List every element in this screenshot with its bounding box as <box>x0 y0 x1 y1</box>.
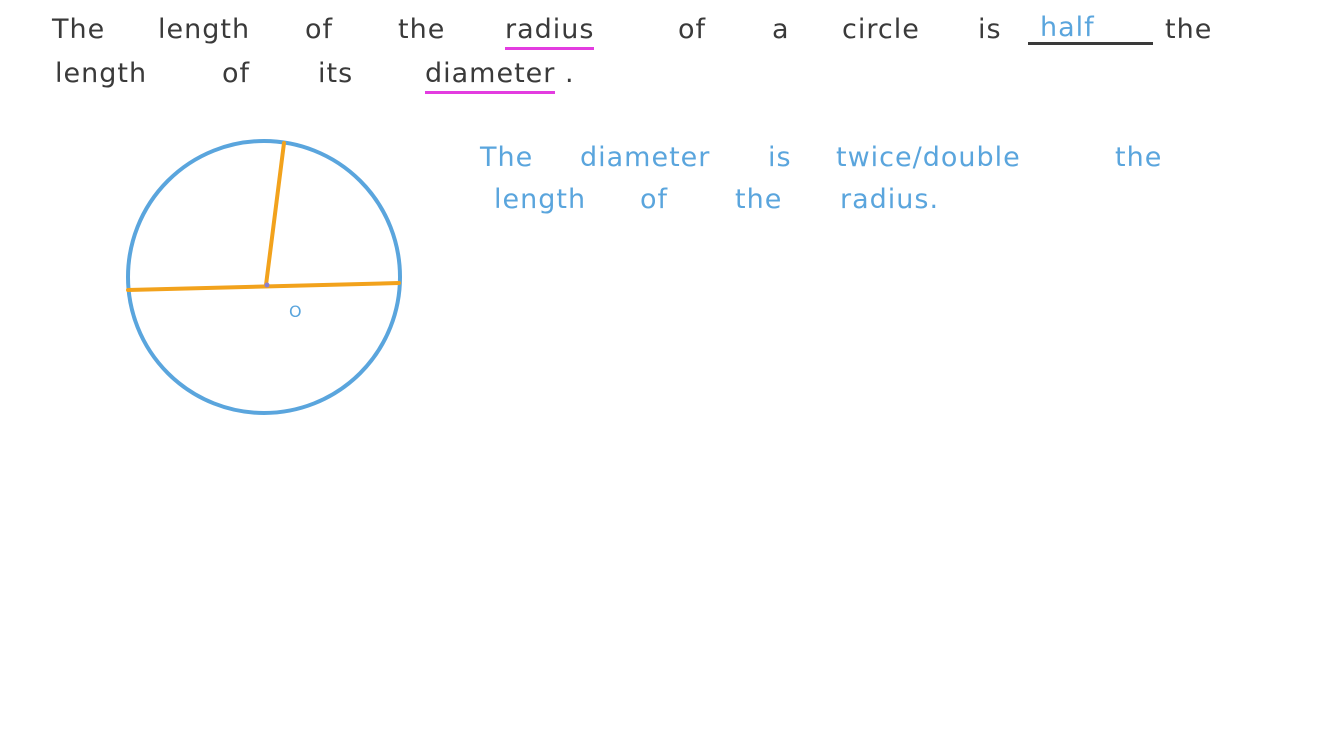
word: of <box>305 14 334 45</box>
word: of <box>222 58 251 89</box>
word: the <box>398 14 446 45</box>
word-diameter-underlined: diameter <box>425 58 556 94</box>
answer-half: half <box>1040 12 1095 43</box>
radius-segment <box>264 141 286 287</box>
center-label: O <box>289 302 302 321</box>
word: circle <box>842 14 920 45</box>
word: diameter <box>580 142 711 173</box>
word: radius. <box>840 184 940 215</box>
word: of <box>678 14 707 45</box>
word: a <box>772 14 790 45</box>
word: length <box>494 184 587 215</box>
word: The <box>480 142 534 173</box>
center-point <box>264 282 270 288</box>
word: of <box>640 184 669 215</box>
word: length <box>158 14 251 45</box>
word: the <box>1165 14 1213 45</box>
word: the <box>735 184 783 215</box>
word: length <box>55 58 148 89</box>
word: is <box>768 142 792 173</box>
word: is <box>978 14 1002 45</box>
word: its <box>318 58 354 89</box>
word: The <box>52 14 106 45</box>
word: twice/double <box>836 142 1021 173</box>
diameter-segment <box>126 281 401 292</box>
period: . <box>565 58 575 89</box>
word-radius-underlined: radius <box>505 14 595 50</box>
word: the <box>1115 142 1163 173</box>
circle <box>126 139 402 415</box>
answer-blank <box>1028 42 1153 45</box>
